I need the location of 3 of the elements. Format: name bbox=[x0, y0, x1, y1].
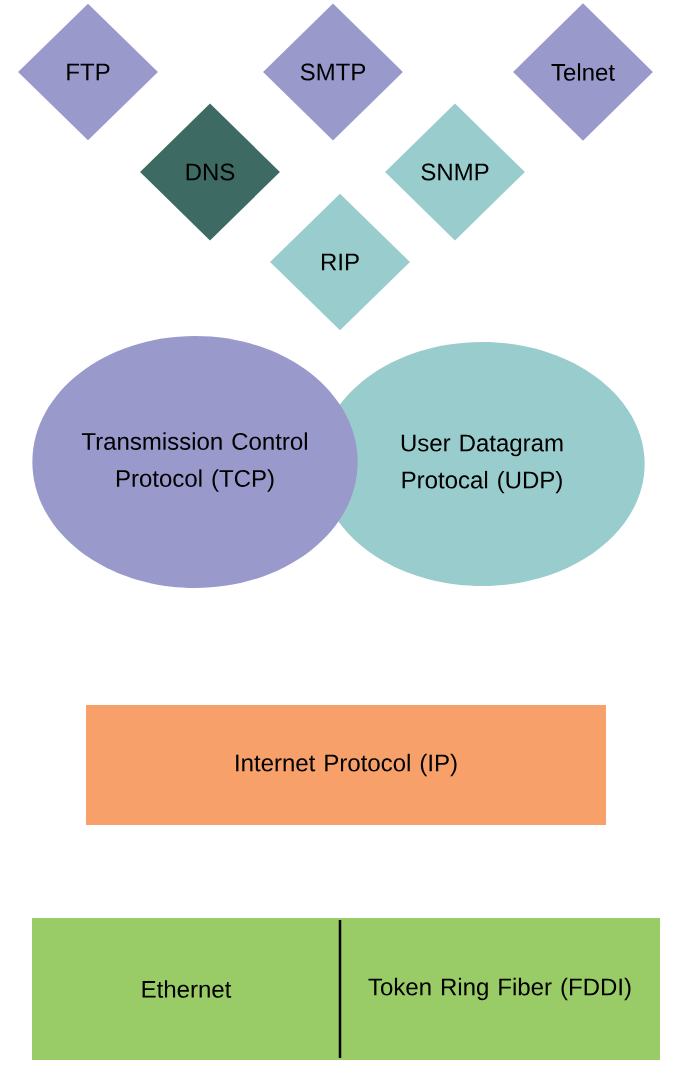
layer-box: Ethernet bbox=[32, 918, 340, 1060]
layer-box: Token Ring Fiber (FDDI) bbox=[340, 918, 660, 1060]
layer-box: Internet Protocol (IP) bbox=[86, 705, 606, 825]
